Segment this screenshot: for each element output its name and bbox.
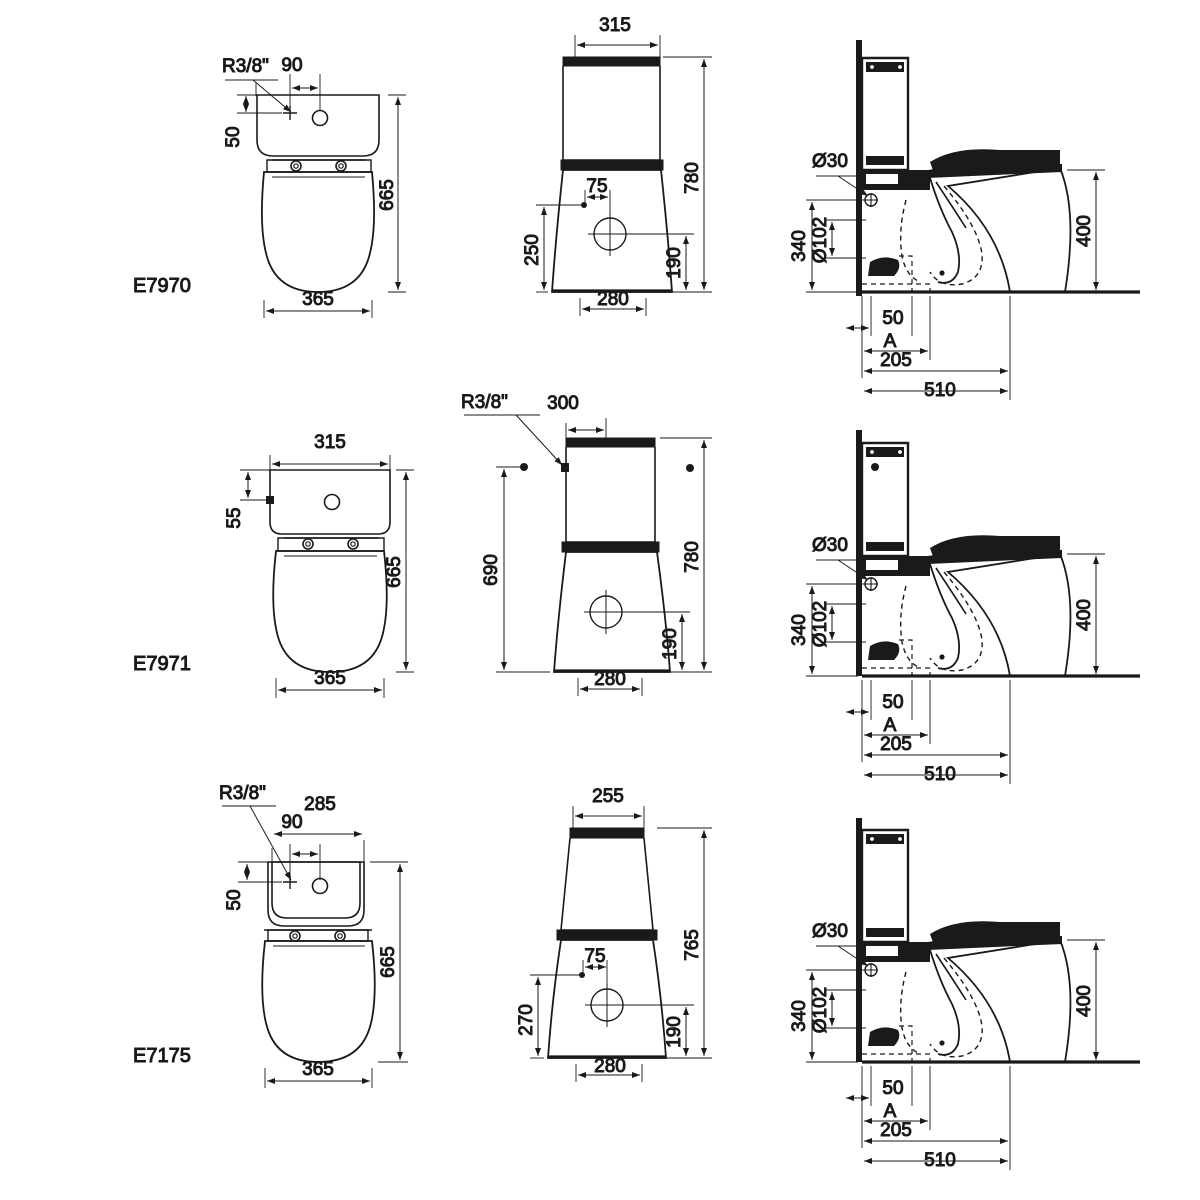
dim-d30-side-e7970: Ø30 <box>812 151 848 172</box>
dim-50-plan-e7970: 50 <box>223 126 244 147</box>
dim-190-front-e7971: 190 <box>660 628 681 660</box>
marker-a-side-e7175: A <box>884 1101 897 1122</box>
dim-365-plan-e7175: 365 <box>302 1059 334 1080</box>
dim-250-front-e7970: 250 <box>522 234 543 266</box>
dim-665-plan-e7970: 665 <box>377 179 398 211</box>
dim-205-side-e7971: 205 <box>880 734 912 755</box>
dim-340-side-e7971: 340 <box>789 614 810 646</box>
dim-r38-plan-e7970: R3/8" <box>222 56 269 77</box>
dim-55-plan-e7971: 55 <box>224 507 245 528</box>
front-elevation-e7175: 255 765 75 270 190 280 <box>516 786 712 1082</box>
marker-a-side-e7970: A <box>884 331 897 352</box>
dim-340-side-e7175: 340 <box>789 1000 810 1032</box>
dim-665-plan-e7175: 665 <box>378 946 399 978</box>
plan-view-e7970: R3/8" 90 50 665 365 <box>222 55 406 318</box>
dim-r38-front-e7971: R3/8" <box>461 392 508 413</box>
marker-a-side-e7971: A <box>884 715 897 736</box>
dim-50-side-e7970: 50 <box>882 308 903 329</box>
dim-400-side-e7175: 400 <box>1074 985 1095 1017</box>
dim-205-side-e7970: 205 <box>880 350 912 371</box>
dim-75-front-e7175: 75 <box>584 946 605 967</box>
dim-400-side-e7970: 400 <box>1074 215 1095 247</box>
plan-view-e7971: 315 55 665 365 <box>224 432 414 698</box>
dim-d30-side-e7175: Ø30 <box>812 921 848 942</box>
dim-90-plan-e7970: 90 <box>281 55 302 76</box>
row-e7970: R3/8" 90 50 665 365 <box>133 15 1140 402</box>
dim-365-plan-e7971: 365 <box>314 668 346 689</box>
dim-400-side-e7971: 400 <box>1074 599 1095 631</box>
dim-280-front-e7971: 280 <box>594 669 626 690</box>
dim-r38-plan-e7175: R3/8" <box>219 783 266 804</box>
dim-d102-side-e7175: Ø102 <box>810 987 831 1033</box>
front-elevation-e7971: R3/8" 300 690 780 190 280 <box>461 392 712 696</box>
dim-d30-side-e7971: Ø30 <box>812 535 848 556</box>
model-label-e7175: E7175 <box>133 1045 191 1067</box>
dim-510-side-e7971: 510 <box>924 764 956 785</box>
dim-340-side-e7970: 340 <box>789 230 810 262</box>
dim-315-plan-e7971: 315 <box>314 432 346 453</box>
dim-280-front-e7970: 280 <box>597 289 629 310</box>
dim-50-side-e7971: 50 <box>882 692 903 713</box>
dim-280-front-e7175: 280 <box>594 1056 626 1077</box>
side-elevation-e7971: Ø30 340 Ø102 400 50 A 205 510 <box>789 430 1140 786</box>
dim-510-side-e7175: 510 <box>924 1150 956 1171</box>
model-label-e7970: E7970 <box>133 275 191 297</box>
row-e7175: R3/8" 285 90 50 665 365 <box>133 783 1140 1172</box>
dim-365-plan-e7970: 365 <box>302 289 334 310</box>
dim-780-front-e7971: 780 <box>682 541 703 573</box>
dim-315-front-e7970: 315 <box>599 15 631 36</box>
dim-765-front-e7175: 765 <box>682 929 703 961</box>
dim-190-front-e7970: 190 <box>664 247 685 279</box>
dim-270-front-e7175: 270 <box>516 1004 537 1036</box>
dim-285-plan-e7175: 285 <box>304 794 336 815</box>
row-e7971: 315 55 665 365 <box>133 392 1140 786</box>
dim-75-front-e7970: 75 <box>586 176 607 197</box>
dim-780-front-e7970: 780 <box>682 162 703 194</box>
dim-255-front-e7175: 255 <box>592 786 624 807</box>
dim-d102-side-e7971: Ø102 <box>810 601 831 647</box>
dim-d102-side-e7970: Ø102 <box>810 217 831 263</box>
dim-665-plan-e7971: 665 <box>384 556 405 588</box>
plan-view-e7175: R3/8" 285 90 50 665 365 <box>219 783 408 1088</box>
dim-205-side-e7175: 205 <box>880 1120 912 1141</box>
dim-90-plan-e7175: 90 <box>281 812 302 833</box>
dim-300-front-e7971: 300 <box>547 393 579 414</box>
dim-50-side-e7175: 50 <box>882 1078 903 1099</box>
dim-690-front-e7971: 690 <box>481 554 502 586</box>
dim-50-plan-e7175: 50 <box>224 889 245 910</box>
side-elevation-e7970: Ø30 340 Ø102 400 50 A 205 510 <box>789 40 1140 402</box>
front-elevation-e7970: 315 780 75 250 190 280 <box>522 15 712 316</box>
side-elevation-e7175: Ø30 340 Ø102 400 50 A 205 510 <box>789 818 1140 1172</box>
dim-190-front-e7175: 190 <box>664 1016 685 1048</box>
model-label-e7971: E7971 <box>133 653 191 675</box>
